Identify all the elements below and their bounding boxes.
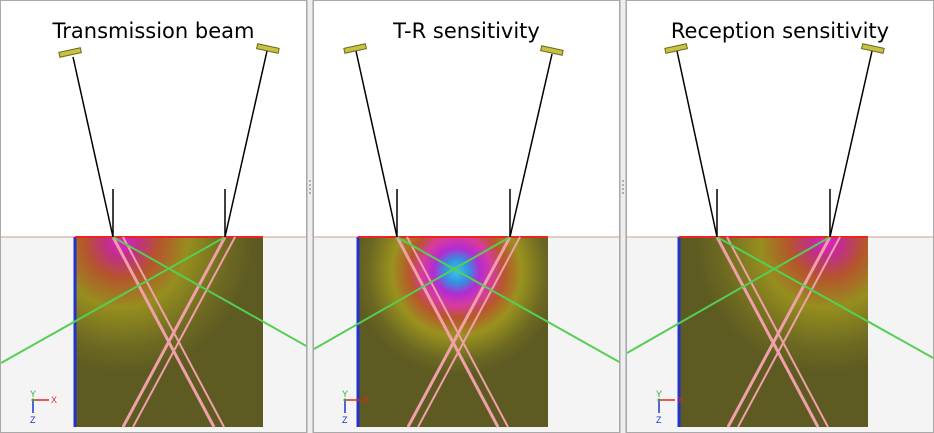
incident-ray xyxy=(224,50,268,238)
axis-triad-icon: Y X Z xyxy=(30,389,57,425)
incident-ray xyxy=(676,50,718,238)
mode-converted-beam xyxy=(716,236,933,360)
svg-text:Z: Z xyxy=(30,415,36,425)
tr-sensitivity-scene: Y X Z xyxy=(314,43,619,432)
transmitter-probe-icon xyxy=(664,43,688,54)
specimen-block xyxy=(679,237,868,427)
viewport-transmission-beam[interactable]: Y X Z Transmission beam xyxy=(0,0,307,433)
panel-title: Reception sensitivity xyxy=(670,19,890,43)
transmission-beam-scene: Y X Z xyxy=(1,43,306,432)
svg-text:Z: Z xyxy=(342,415,348,425)
mode-converted-beam xyxy=(396,236,619,364)
refracted-beam xyxy=(132,236,236,428)
refracted-beam xyxy=(395,236,500,428)
transmitter-probe-icon xyxy=(58,47,82,58)
svg-text:X: X xyxy=(677,395,683,405)
refracted-beam xyxy=(726,236,832,428)
refracted-beam xyxy=(406,236,512,428)
axis-triad-icon: Y X Z xyxy=(342,389,369,425)
transmitter-probe-icon xyxy=(343,43,367,54)
svg-text:X: X xyxy=(363,395,369,405)
mode-converted-beam xyxy=(1,236,226,364)
panel-title: Transmission beam xyxy=(52,19,255,43)
incident-ray xyxy=(72,56,114,238)
refracted-beam xyxy=(715,236,820,428)
reception-sensitivity-scene: Y X Z xyxy=(627,43,933,432)
panel-title: T-R sensitivity xyxy=(393,19,540,43)
receiver-probe-icon xyxy=(256,43,280,54)
axis-triad-icon: Y X Z xyxy=(656,389,683,425)
specimen-block xyxy=(358,237,548,427)
incident-ray xyxy=(509,53,553,238)
mode-converted-beam xyxy=(314,236,511,350)
svg-text:Z: Z xyxy=(656,415,662,425)
incident-ray xyxy=(355,50,398,238)
refracted-beam xyxy=(121,236,227,428)
receiver-probe-icon xyxy=(861,43,885,54)
viewport-tr-sensitivity[interactable]: Y X Z T-R sensitivity xyxy=(313,0,620,433)
specimen-block xyxy=(75,237,263,427)
mode-converted-beam xyxy=(627,236,831,354)
refracted-beam xyxy=(737,236,841,428)
svg-text:Y: Y xyxy=(342,389,348,399)
receiver-probe-icon xyxy=(540,45,564,56)
viewport-reception-sensitivity[interactable]: Y X Z Reception sensitivity xyxy=(626,0,934,433)
mode-converted-beam xyxy=(112,236,306,348)
svg-text:X: X xyxy=(51,395,57,405)
svg-text:Y: Y xyxy=(656,389,662,399)
splitter-handle[interactable] xyxy=(307,0,313,433)
splitter-handle[interactable] xyxy=(620,0,626,433)
svg-text:Y: Y xyxy=(30,389,36,399)
refracted-beam xyxy=(417,236,521,428)
refracted-beam xyxy=(111,236,216,428)
incident-ray xyxy=(829,50,873,238)
